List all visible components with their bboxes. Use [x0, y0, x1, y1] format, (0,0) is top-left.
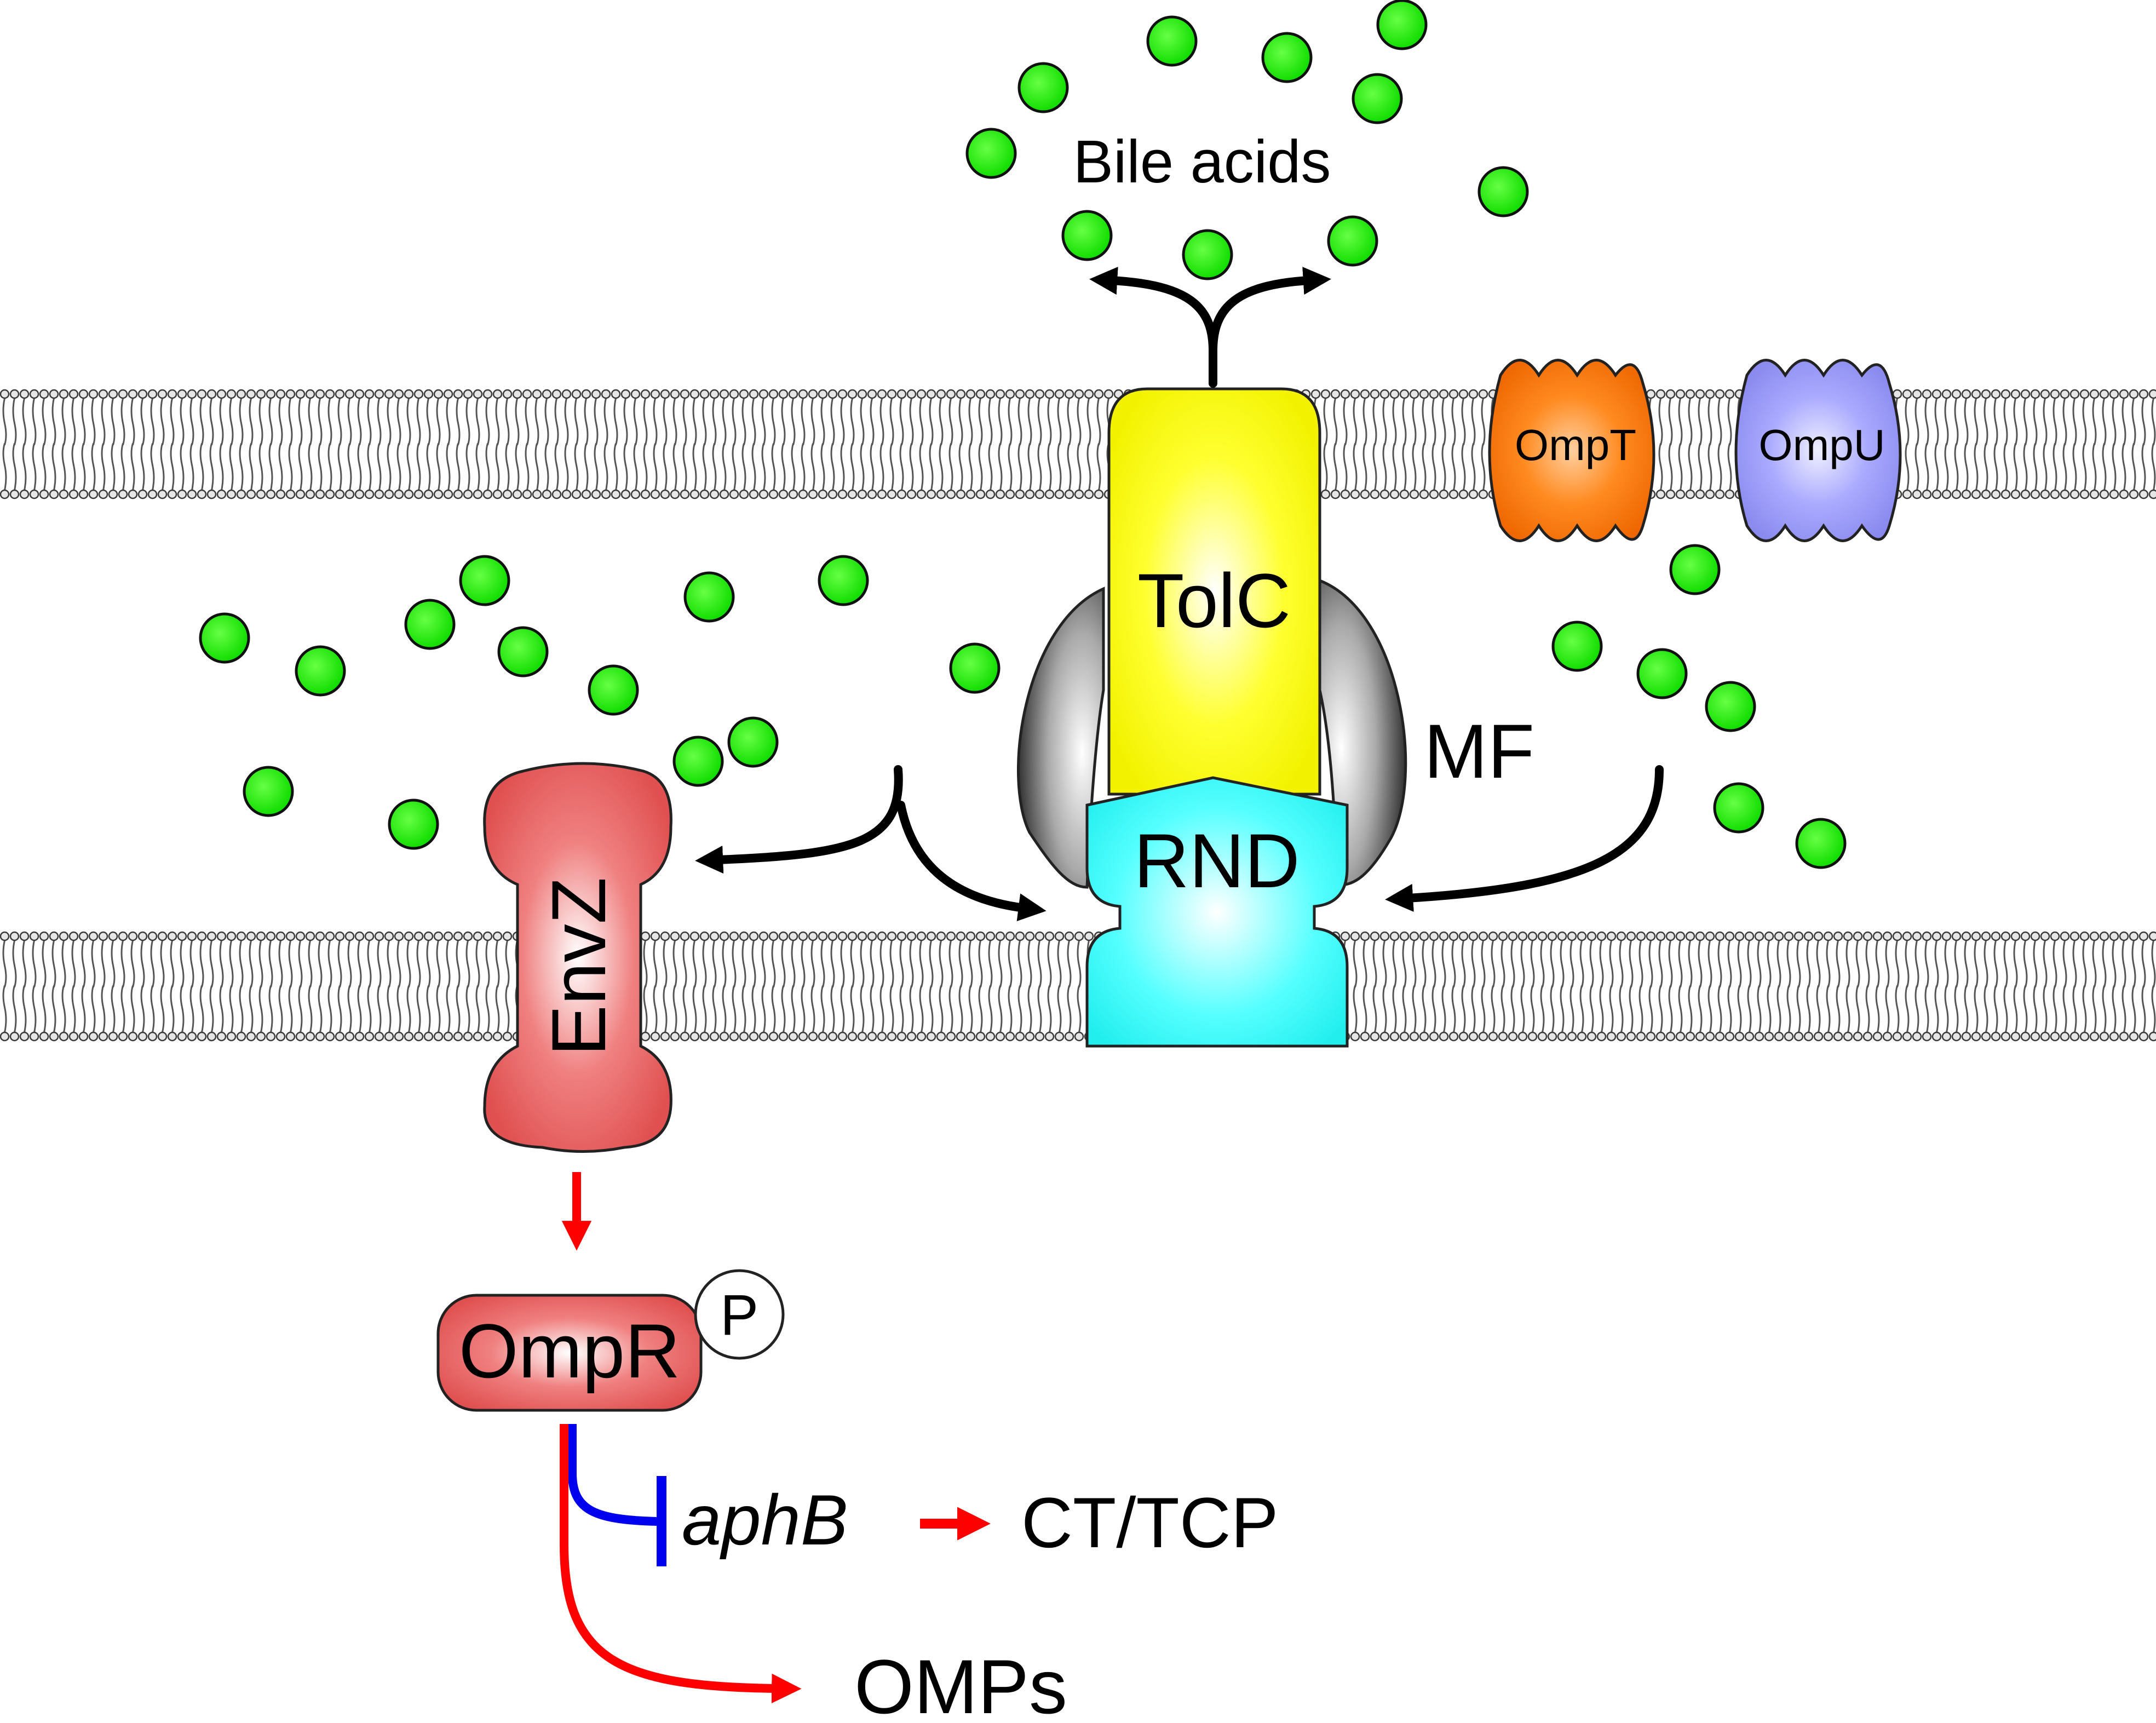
aphb-label: aphB	[682, 1480, 848, 1560]
bile-acid-molecule	[965, 128, 1017, 179]
ompu-porin: OmpU	[1734, 359, 1902, 542]
bile-acid-molecule	[1795, 818, 1847, 869]
bile-acid-molecule	[295, 645, 346, 697]
mf-label: MF	[1424, 708, 1534, 794]
bile-acid-molecule	[1669, 544, 1721, 595]
bile-acid-molecule	[949, 642, 1001, 694]
bile-acid-molecule	[388, 799, 439, 850]
rnd-pump: RND	[1085, 776, 1349, 1048]
bile-acid-molecule	[1017, 62, 1069, 113]
bile-acid-molecule	[1477, 166, 1529, 217]
bile-acid-influx-arrows	[695, 765, 1664, 922]
ompr-repression-of-aphb	[568, 1424, 666, 1566]
bile-acid-molecule	[497, 626, 549, 677]
bile-acid-molecule	[683, 571, 735, 623]
bile-acid-molecule	[818, 555, 869, 606]
bile-acid-molecule	[1352, 73, 1403, 124]
ompu-label: OmpU	[1758, 421, 1885, 469]
rnd-label: RND	[1134, 818, 1300, 904]
bile-acid-molecule	[1327, 215, 1378, 267]
bile-acid-molecule	[588, 664, 639, 716]
envz-sensor-kinase: EnvZ	[483, 762, 672, 1153]
bile-acid-molecule	[727, 716, 779, 768]
phosphate-label: P	[720, 1283, 758, 1347]
ompr-label: OmpR	[459, 1308, 680, 1394]
bile-acids-label: Bile acids	[1073, 128, 1331, 196]
bile-acid-molecules	[199, 0, 1847, 869]
bile-acid-molecule	[243, 766, 294, 817]
bile-acid-molecule	[199, 612, 250, 664]
bile-acid-molecule	[1261, 32, 1313, 83]
inner-membrane	[0, 931, 2156, 1042]
bile-acid-molecule	[1146, 15, 1198, 67]
bile-acid-molecule	[1182, 229, 1233, 280]
bile-acid-molecule	[1551, 621, 1603, 672]
bile-acid-molecule	[1713, 782, 1764, 834]
ompr-regulator: OmpR	[436, 1294, 703, 1412]
ompr-activation-of-omps	[560, 1424, 802, 1704]
bile-acid-molecule	[404, 599, 456, 650]
tolc-channel: TolC	[1107, 387, 1321, 796]
ompt-label: OmpT	[1515, 421, 1636, 469]
bile-acid-efflux-arrows	[1089, 267, 1331, 388]
bile-acid-molecule	[1636, 648, 1688, 699]
bile-acid-molecule	[459, 555, 510, 606]
omps-label: OMPs	[854, 1644, 1067, 1723]
bile-acid-molecule	[1376, 0, 1428, 50]
bile-acid-molecule	[1705, 681, 1756, 732]
tolc-label: TolC	[1137, 558, 1291, 644]
phosphate-marker: P	[694, 1269, 785, 1360]
ompt-porin: OmpT	[1488, 359, 1655, 542]
ct-tcp-label: CT/TCP	[1021, 1483, 1278, 1563]
bile-acid-molecule	[1061, 210, 1113, 261]
envz-label: EnvZ	[536, 877, 622, 1056]
bile-acid-molecule	[672, 736, 724, 787]
mf-adaptor-left	[1017, 587, 1105, 889]
